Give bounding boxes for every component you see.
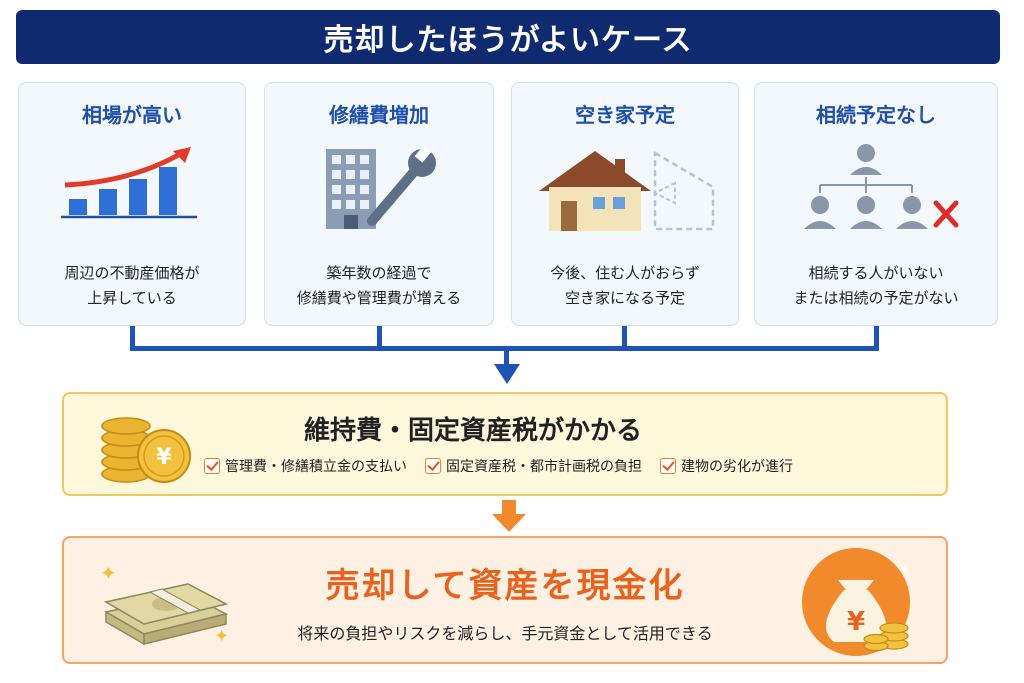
checkbox-checked-icon <box>425 458 441 474</box>
rising-bar-chart-icon <box>61 147 197 219</box>
connector-drop-3 <box>622 326 627 350</box>
svg-text:✦: ✦ <box>898 562 910 578</box>
check-item: 固定資産税・都市計画税の負担 <box>425 456 642 476</box>
sell-result-subtitle: 将来の負担やリスクを減らし、手元資金として活用できる <box>297 624 713 643</box>
arrow-down-icon <box>492 500 526 532</box>
card-desc-line: 築年数の経過で <box>326 264 432 282</box>
arrow-down-icon <box>494 364 520 384</box>
svg-text:✦: ✦ <box>214 626 229 647</box>
checkbox-checked-icon <box>204 458 220 474</box>
card-desc-line: または相続の予定がない <box>793 289 959 307</box>
check-item-label: 建物の劣化が進行 <box>681 459 793 475</box>
cash-bundle-icon: ✦ ✦ <box>100 561 229 647</box>
card-desc-line: 上昇している <box>87 289 177 307</box>
connector-drop-4 <box>874 326 879 350</box>
card-desc-line: 相続する人がいない <box>808 264 944 282</box>
card-title: 修繕費増加 <box>329 103 429 127</box>
svg-text:¥: ¥ <box>847 607 865 637</box>
check-item-label: 固定資産税・都市計画税の負担 <box>446 459 642 475</box>
check-item-label: 管理費・修繕積立金の支払い <box>225 459 407 475</box>
card-title: 空き家予定 <box>575 103 675 127</box>
money-bag-yen-icon: ¥ ✦ <box>802 548 910 656</box>
connector-stem <box>504 350 509 368</box>
svg-text:✦: ✦ <box>100 561 117 585</box>
card-desc-line: 周辺の不動産価格が <box>64 264 200 282</box>
connector-bar <box>130 346 879 351</box>
card-desc-line: 修繕費や管理費が増える <box>296 289 462 307</box>
case-card-no-inheritance: 相続予定なし 相続する人がいない または相続の予定がない <box>754 82 998 326</box>
card-title: 相続予定なし <box>816 103 936 127</box>
family-tree-cross-icon <box>804 144 959 229</box>
case-card-vacant-house: 空き家予定 今後、住む人がおらず 空き家になる予定 <box>511 82 739 326</box>
page-title: 売却したほうがよいケース <box>16 10 1000 64</box>
connector-drop-1 <box>130 326 135 350</box>
sell-result-box: ✦ ✦ 売却して資産を現金化 将来の負担やリスクを減らし、手元資金として活用でき… <box>62 536 948 664</box>
svg-text:¥: ¥ <box>156 445 172 470</box>
check-item: 建物の劣化が進行 <box>660 456 793 476</box>
case-card-market-high: 相場が高い 周辺の不動産価格が 上昇している <box>18 82 246 326</box>
maintenance-cost-title: 維持費・固定資産税がかかる <box>304 416 643 446</box>
vacant-house-icon <box>539 150 715 231</box>
card-desc-line: 今後、住む人がおらず <box>550 264 700 282</box>
maintenance-cost-box: ¥ 維持費・固定資産税がかかる 管理費・修繕積立金の支払い 固定資産税・都市計画… <box>62 392 948 496</box>
card-desc-line: 空き家になる予定 <box>564 289 685 307</box>
checkbox-checked-icon <box>660 458 676 474</box>
card-title: 相場が高い <box>82 103 182 127</box>
coin-stack-yen-icon: ¥ <box>101 417 191 483</box>
building-wrench-icon <box>326 145 436 229</box>
case-card-repair-cost: 修繕費増加 築年数の経過で 修繕費や管理費が増える <box>264 82 494 326</box>
check-item: 管理費・修繕積立金の支払い <box>204 456 407 476</box>
sell-result-title: 売却して資産を現金化 <box>325 566 685 606</box>
connector-drop-2 <box>377 326 382 350</box>
